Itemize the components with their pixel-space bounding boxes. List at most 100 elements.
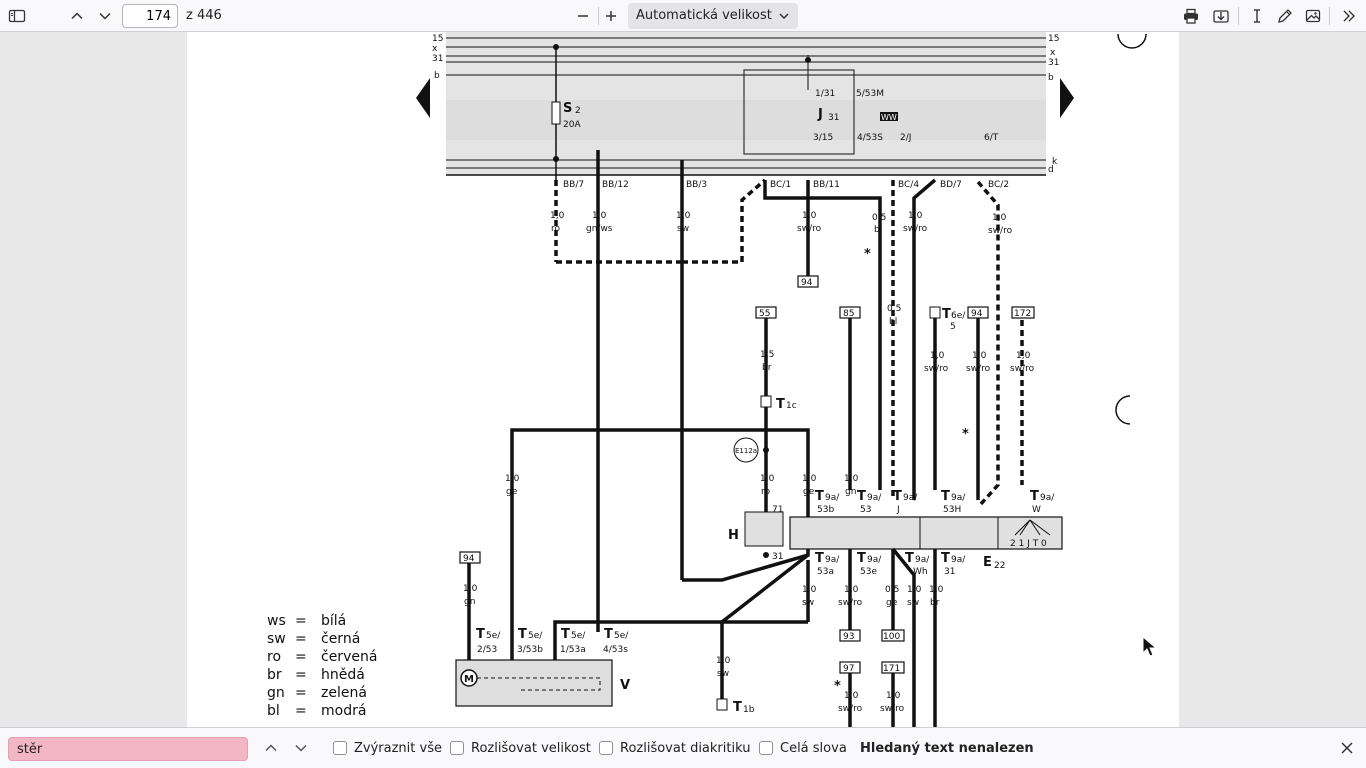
- print-button[interactable]: [1178, 3, 1204, 29]
- wire-color: sw: [907, 598, 919, 608]
- wire-color: ro: [551, 224, 561, 234]
- document-viewer[interactable]: 15 x 31 b 15 x 31 b k d S 2 20A 1/31 5/5…: [0, 32, 1366, 727]
- wire-color: sw/ro: [1010, 364, 1035, 374]
- relay-pin: 3/15: [813, 133, 833, 143]
- legend-code: gn: [267, 685, 285, 701]
- connector-label: BC/2: [988, 180, 1009, 190]
- match-diacritics-label[interactable]: Rozlišovat diakritiku: [620, 741, 751, 756]
- connector-t9a: T: [941, 489, 950, 504]
- switch-positions: 2 1 J T 0: [1010, 539, 1047, 549]
- wire-size: 1,0: [886, 691, 901, 701]
- t9a-pin: 53e: [860, 567, 877, 577]
- wire-size: 1,0: [676, 211, 691, 221]
- connector-t9a: T: [857, 489, 866, 504]
- ref-box: 97: [843, 664, 854, 674]
- connector-t9a-sub: 9a/: [1040, 493, 1055, 503]
- draw-tool-button[interactable]: [1272, 3, 1298, 29]
- t5e-pin: 4/53s: [603, 645, 628, 655]
- ref-box: 171: [883, 664, 900, 674]
- page-number-input[interactable]: [122, 4, 178, 28]
- bus-label: d: [1048, 165, 1054, 175]
- zoom-out-button[interactable]: [570, 3, 596, 29]
- whole-words-checkbox[interactable]: [759, 741, 773, 755]
- legend-eq: =: [295, 685, 307, 701]
- whole-words-label[interactable]: Celá slova: [780, 741, 847, 756]
- match-case-checkbox[interactable]: [450, 741, 464, 755]
- previous-page-button[interactable]: [64, 3, 90, 29]
- image-tool-button[interactable]: [1300, 3, 1326, 29]
- pdf-toolbar: z 446 Automatická velikost: [0, 0, 1366, 32]
- wire-color: br: [762, 363, 772, 373]
- sidebar-icon: [8, 9, 26, 23]
- bus-label: x: [432, 44, 438, 54]
- wire-size: 1,0: [802, 211, 817, 221]
- wire-size: 1,0: [802, 585, 817, 595]
- ref-box: 93: [843, 632, 854, 642]
- legend-eq: =: [295, 649, 307, 665]
- wire-size: 1,0: [844, 691, 859, 701]
- zoom-in-button[interactable]: [598, 3, 624, 29]
- relay-label-sub: 31: [828, 113, 839, 123]
- wire-color: ge: [803, 487, 815, 497]
- wire-size: 1,0: [844, 474, 859, 484]
- wire-size: 1,0: [760, 474, 775, 484]
- find-bar: Zvýraznit vše Rozlišovat velikost Rozliš…: [0, 727, 1366, 768]
- switch-e22-label: E: [983, 555, 992, 570]
- connector-t9a-sub: 9a/: [951, 493, 966, 503]
- bus-label: x: [1050, 48, 1056, 58]
- highlight-all-checkbox[interactable]: [333, 741, 347, 755]
- legend-code: bl: [267, 703, 280, 719]
- sidebar-toggle-button[interactable]: [4, 3, 30, 29]
- text-tool-button[interactable]: [1244, 3, 1270, 29]
- connector-t5e: T: [561, 627, 570, 642]
- ref-box: 172: [1014, 309, 1031, 319]
- wiring-diagram: 15 x 31 b 15 x 31 b k d S 2 20A 1/31 5/5…: [416, 32, 1147, 727]
- wire-color: sw: [802, 598, 814, 608]
- switch-h-pin: 71: [772, 505, 783, 515]
- fuse-label-sub: 2: [575, 106, 581, 116]
- close-find-bar-button[interactable]: [1334, 735, 1360, 761]
- connector-t5e-sub: 5e/: [486, 631, 501, 641]
- asterisk-note: *: [864, 247, 871, 262]
- connector-t1b: T: [733, 700, 742, 715]
- wire-color: sw/ro: [903, 224, 928, 234]
- bus-label: b: [1048, 73, 1054, 83]
- wire-color: sw/ro: [880, 704, 905, 714]
- zoom-select[interactable]: Automatická velikost: [628, 3, 798, 29]
- find-previous-button[interactable]: [258, 735, 284, 761]
- relay-pin: 1/31: [815, 89, 835, 99]
- ref-box: 85: [843, 309, 854, 319]
- wire-size: 0,5: [885, 585, 899, 595]
- tools-menu-button[interactable]: [1336, 3, 1362, 29]
- match-case-label[interactable]: Rozlišovat velikost: [471, 741, 591, 756]
- bus-label: 31: [1048, 58, 1059, 68]
- mouse-pointer-icon: [1142, 636, 1158, 657]
- connector-t5e: T: [604, 627, 613, 642]
- wire-size: 0,5: [872, 213, 886, 223]
- connector-label: BD/7: [940, 180, 962, 190]
- relay-label: J: [817, 107, 823, 122]
- find-input[interactable]: [8, 737, 248, 761]
- wire-size: 1,0: [1016, 351, 1031, 361]
- connector-t9a-sub: 9a/: [867, 493, 882, 503]
- legend-eq: =: [295, 703, 307, 719]
- zoom-select-value: Automatická velikost: [636, 8, 772, 23]
- t9a-pin: 53H: [943, 505, 961, 515]
- connector-label: BB/3: [686, 180, 707, 190]
- connector-t9a: T: [1030, 489, 1039, 504]
- connector-t6e-sub: 6e/: [951, 311, 966, 321]
- wire-size: 0,5: [887, 304, 901, 314]
- printer-icon: [1184, 8, 1198, 24]
- relay-pin: 2/J: [900, 133, 911, 143]
- wire-color: ge: [886, 598, 898, 608]
- wire-size: 1,0: [930, 351, 945, 361]
- connector-t5e-sub: 5e/: [528, 631, 543, 641]
- connector-label: BB/7: [563, 180, 584, 190]
- match-diacritics-checkbox[interactable]: [599, 741, 613, 755]
- find-next-button[interactable]: [288, 735, 314, 761]
- connector-label: BC/4: [898, 180, 919, 190]
- next-page-button[interactable]: [92, 3, 118, 29]
- highlight-all-label[interactable]: Zvýraznit vše: [354, 741, 442, 756]
- save-button[interactable]: [1208, 3, 1234, 29]
- connector-t1c-sub: 1c: [786, 401, 797, 411]
